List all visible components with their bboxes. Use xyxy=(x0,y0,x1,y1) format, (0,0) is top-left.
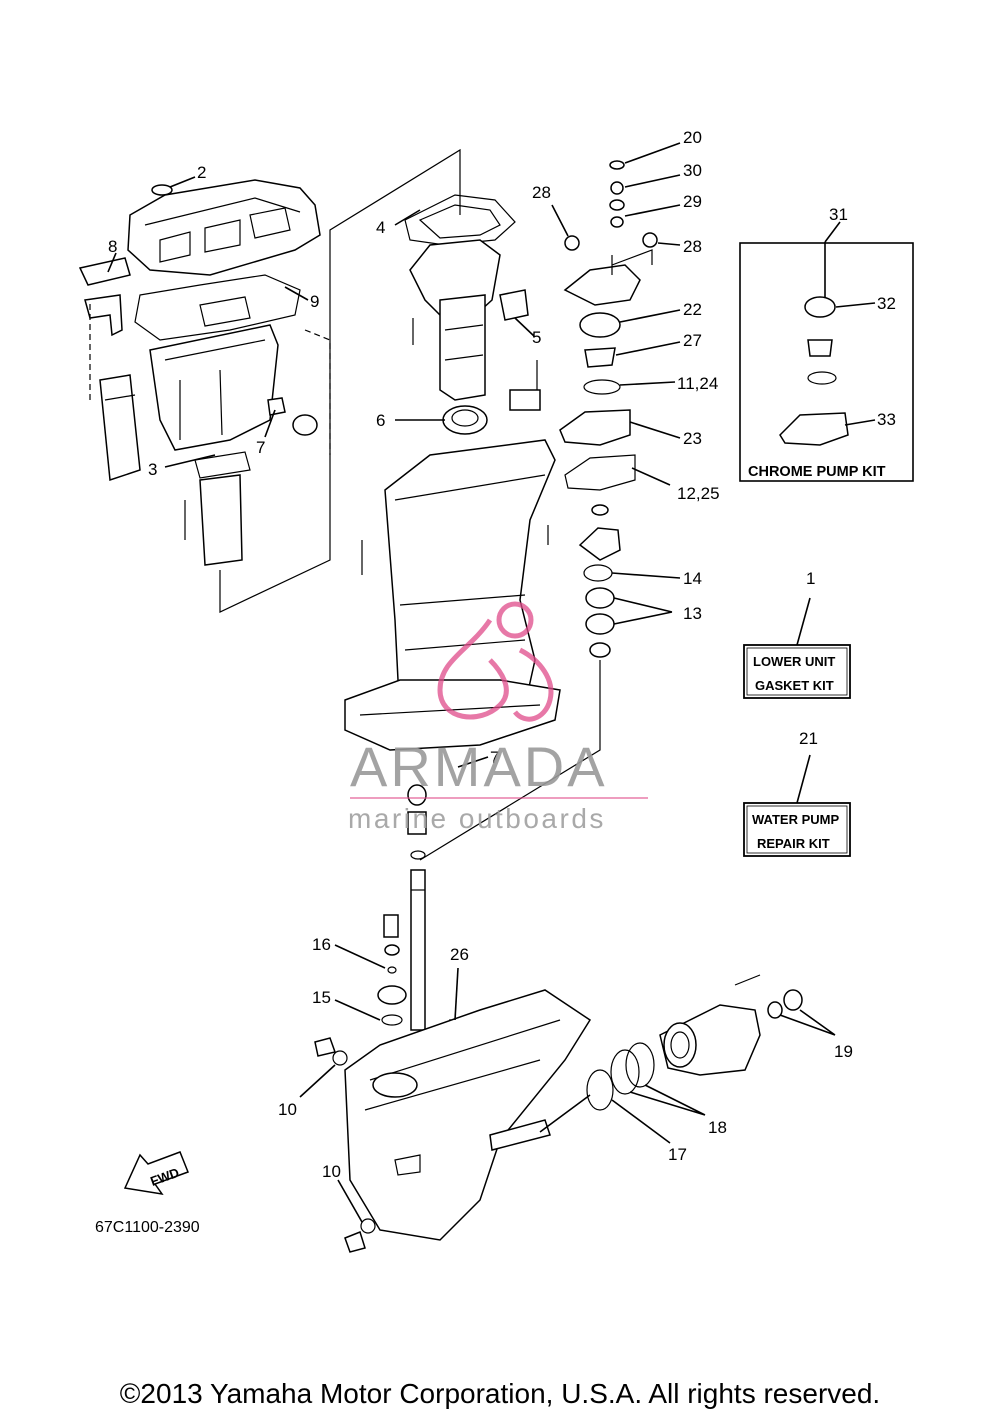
callout-26: 26 xyxy=(450,945,469,964)
callout-11-24: 11,24 xyxy=(677,374,718,393)
prop-shaft-housing xyxy=(586,974,803,1111)
callout-12-25: 12,25 xyxy=(677,484,720,503)
callout-21: 21 xyxy=(799,729,818,748)
callout-29: 29 xyxy=(683,192,702,211)
callout-7-lower: 7 xyxy=(490,748,499,767)
gasket-kit-label-1: LOWER UNIT xyxy=(753,654,835,669)
drive-shaft xyxy=(377,784,463,1033)
water-pump-kit-label-1: WATER PUMP xyxy=(752,812,839,827)
callout-3: 3 xyxy=(148,460,157,479)
fwd-arrow-icon: FWD xyxy=(123,1151,189,1196)
leader-lines xyxy=(107,142,876,1223)
callout-9: 9 xyxy=(310,292,319,311)
copyright-notice: ©2013 Yamaha Motor Corporation, U.S.A. A… xyxy=(119,1378,881,1409)
callout-17: 17 xyxy=(668,1145,687,1164)
callout-14: 14 xyxy=(683,569,702,588)
gasket-kit-label-2: GASKET KIT xyxy=(755,678,834,693)
callout-5: 5 xyxy=(532,328,541,347)
callout-27: 27 xyxy=(683,331,702,350)
watermark-brand: ARMADA xyxy=(350,735,608,798)
watermark-tagline: marine outboards xyxy=(348,803,606,834)
drive-shaft-housing xyxy=(344,439,561,751)
callout-13: 13 xyxy=(683,604,702,623)
diagram-code: 67C1100-2390 xyxy=(95,1219,200,1236)
callout-4: 4 xyxy=(376,218,385,237)
callout-31: 31 xyxy=(829,205,848,224)
callout-15: 15 xyxy=(312,988,331,1007)
armada-logo-mark xyxy=(437,601,554,722)
chrome-pump-kit-label: CHROME PUMP KIT xyxy=(748,464,886,480)
callout-30: 30 xyxy=(683,161,702,180)
callout-22: 22 xyxy=(683,300,702,319)
callout-1: 1 xyxy=(806,569,815,588)
upper-casing-assembly xyxy=(78,179,331,566)
callout-19: 19 xyxy=(834,1042,853,1061)
callout-32: 32 xyxy=(877,294,896,313)
water-pump-stack xyxy=(419,160,658,861)
callout-2: 2 xyxy=(197,163,206,182)
callout-33: 33 xyxy=(877,410,896,429)
gasket-kit-box xyxy=(743,644,851,699)
water-pump-kit-label-2: REPAIR KIT xyxy=(757,836,830,851)
callout-10-lower: 10 xyxy=(322,1162,341,1181)
armada-watermark: ARMADA marine outboards xyxy=(348,601,648,834)
callout-7: 7 xyxy=(256,438,265,457)
callout-8: 8 xyxy=(108,237,117,256)
water-pump-kit-box xyxy=(743,802,851,857)
callout-23: 23 xyxy=(683,429,702,448)
callout-18: 18 xyxy=(708,1118,727,1137)
exhaust-guide-assembly xyxy=(404,194,541,435)
callout-16: 16 xyxy=(312,935,331,954)
callout-numbers: 2 8 9 4 5 6 7 3 20 30 29 28 28 22 27 11,… xyxy=(108,128,896,1181)
callout-28-right: 28 xyxy=(683,237,702,256)
callout-20: 20 xyxy=(683,128,702,147)
callout-6: 6 xyxy=(376,411,385,430)
callout-10-upper: 10 xyxy=(278,1100,297,1119)
callout-28-left: 28 xyxy=(532,183,551,202)
gear-case xyxy=(314,989,592,1253)
chrome-pump-kit-box xyxy=(739,242,914,482)
